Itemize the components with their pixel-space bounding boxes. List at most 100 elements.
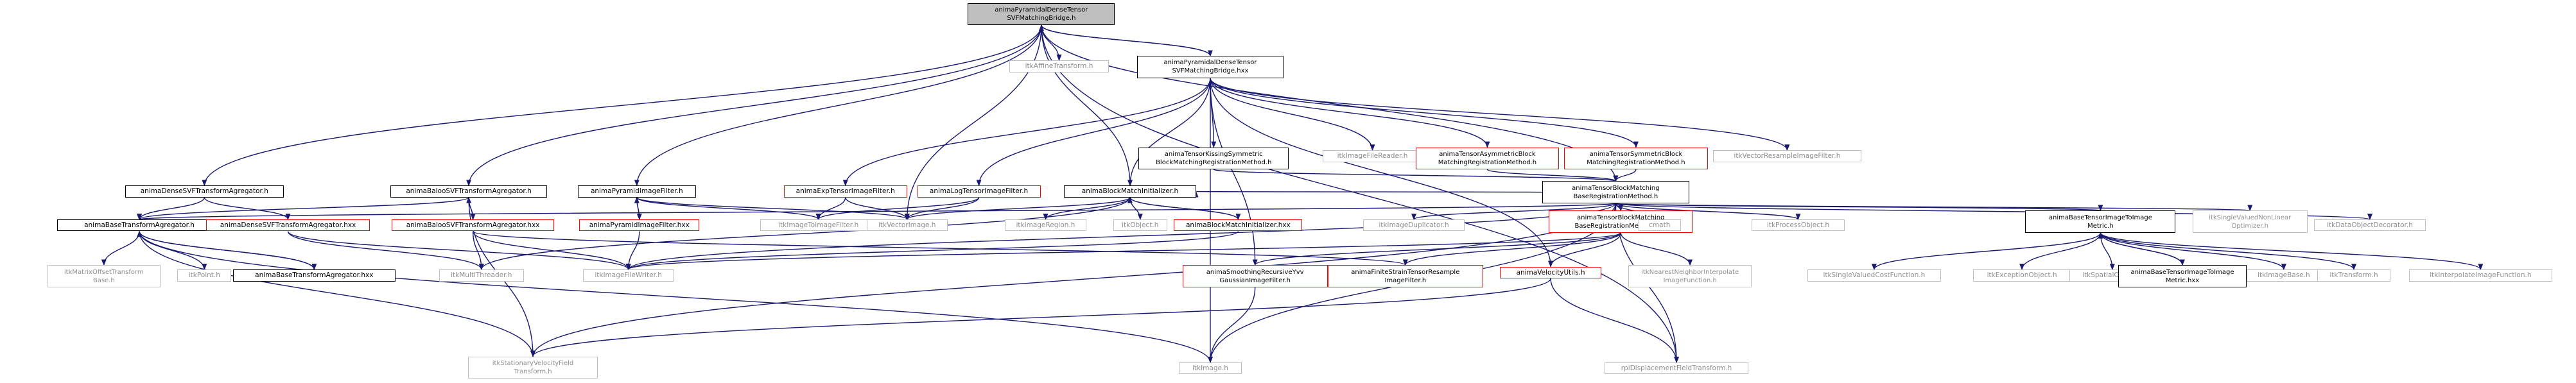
node-multithreader[interactable]: itkMultiThreader.h [439,269,524,282]
edge-smoothing-to-itkimage [1207,287,1256,363]
edge-pyrfilter-to-imgtoimg [636,197,821,221]
node-finitestrain[interactable]: animaFiniteStrainTensorResample ImageFil… [1327,265,1483,287]
edge-bminithxx-to-imgfilewriter [625,230,1239,271]
node-root[interactable]: animaPyramidalDenseTensor SVFMatchingBri… [968,3,1115,26]
node-rpidisp[interactable]: rpiDisplacementFieldTransform.h [1605,362,1748,375]
edge-tbmbase-to-stationary [530,203,1617,357]
node-filereader[interactable]: itkImageFileReader.h [1322,150,1423,162]
node-svnlopt[interactable]: itkSingleValuedNonLinear Optimizer.h [2192,210,2308,233]
edge-root-to-pyrfilter [634,25,1042,187]
node-sym[interactable]: animaTensorSymmetricBlock MatchingRegist… [1564,147,1708,170]
node-imgfilewriter[interactable]: itkImageFileWriter.h [582,269,674,282]
edge-root-to-bminit [1041,25,1133,187]
node-matrixoffset[interactable]: itkMatrixOffsetTransform Base.h [47,265,161,287]
edge-basetrans-to-stationary [139,231,535,357]
node-kissing[interactable]: animaTensorKissingSymmetric BlockMatchin… [1138,147,1289,170]
edge-root-to-densesvf [202,25,1042,187]
edge-tbmbase-to-basetrans [137,203,1617,221]
node-smoothing[interactable]: animaSmoothingRecursiveYvv GaussianImage… [1182,265,1328,287]
node-pyrfilter[interactable]: animaPyramidImageFilter.h [577,185,696,198]
node-cmath[interactable]: cmath [1638,219,1681,232]
edge-densesvfhxx-to-imgfilewriter [287,231,631,271]
edge-hxx-to-bminit [1127,78,1211,187]
node-imgdup[interactable]: itkImageDuplicator.h [1363,219,1465,232]
edge-basetensormetric-to-exception [2019,232,2102,271]
edge-sym-to-tbmbase [1613,169,1637,182]
edge-bminithxx-to-bminit [1127,196,1239,220]
edge-tbmbasehxx-to-imgfilewriter [626,232,1621,271]
node-imgtoimg[interactable]: itkImageToImageFilter.h [760,219,877,232]
edge-tbmbase-to-svnlopt [1615,203,2252,212]
node-densesvfhxx[interactable]: animaDenseSVFTransformAgregator.hxx [205,219,370,232]
edge-bminit-to-imgregion [1043,197,1131,221]
node-basetrans[interactable]: animaBaseTransformAgregator.h [57,219,222,232]
node-log[interactable]: animaLogTensorImageFilter.h [917,185,1041,198]
edge-root-to-vecimage [904,25,1042,221]
node-dataobjdeco[interactable]: itkDataObjectDecorator.h [2314,219,2426,232]
edge-hxx-to-log [976,78,1211,187]
edge-tbmbasehxx-to-nearest [1620,232,1693,266]
edge-log-to-imgtoimg [815,197,980,221]
node-transform[interactable]: itkTransform.h [2317,269,2390,282]
node-basetensormetric[interactable]: animaBaseTensorImageToImage Metric.h [2025,210,2176,233]
node-affine[interactable]: itkAffineTransform.h [1009,60,1110,72]
edge-pyrfilter-to-vecimage [636,197,910,221]
edge-densesvfhxx-to-multithreader [287,231,484,271]
edge-hxx-to-exp [842,78,1211,187]
node-baloo[interactable]: animaBalooSVFTransformAgregator.h [390,185,548,198]
edge-tbmbase-to-imgdup [1411,203,1617,221]
node-imagebase[interactable]: itkImageBase.h [2246,269,2321,282]
node-densesvf[interactable]: animaDenseSVFTransformAgregator.h [125,185,284,198]
edge-tbmbasehxx-to-finitestrain [1402,232,1621,266]
edge-densesvf-to-densesvfhxx [204,197,291,221]
node-bminit[interactable]: animaBlockMatchInitializer.h [1064,185,1196,198]
node-asym[interactable]: animaTensorAsymmetricBlock MatchingRegis… [1415,147,1560,170]
node-velocity[interactable]: animaVelocityUtils.h [1500,266,1601,278]
edge-basetensormetric-to-svcost [1872,232,2102,271]
edge-hxx-to-root [1038,24,1211,56]
node-pyrfilterhxx[interactable]: animaPyramidImageFilter.hxx [579,219,700,232]
node-exception[interactable]: itkExceptionObject.h [1972,269,2071,282]
node-baloohxx[interactable]: animaBalooSVFTransformAgregator.hxx [392,219,554,232]
node-svcost[interactable]: itkSingleValuedCostFunction.h [1807,269,1941,282]
edge-root-to-baloo [466,25,1042,187]
edge-tbmbasehxx-to-velocity [1548,232,1621,268]
edge-baloohxx-to-imgfilewriter [472,231,631,271]
edge-baloohxx-to-finitestrain [472,230,1408,266]
edge-bminit-to-itkobject [1129,197,1143,221]
edge-baloohxx-to-multithreader [472,231,484,271]
node-imgregion[interactable]: itkImageRegion.h [1005,219,1086,232]
node-vecresample[interactable]: itkVectorResampleImageFilter.h [1712,150,1862,162]
node-interpfunc[interactable]: itkInterpolateImageFunction.h [2408,269,2553,282]
node-hxx[interactable]: animaPyramidalDenseTensor SVFMatchingBri… [1136,56,1284,78]
node-basetranshxx[interactable]: animaBaseTransformAgregator.hxx [233,269,396,282]
node-procobj[interactable]: itkProcessObject.h [1752,219,1845,232]
edge-basetrans-to-point [139,231,207,271]
edge-velocity-to-rpidisp [1550,278,1680,363]
node-exp[interactable]: animaExpTensorImageFilter.h [783,185,907,198]
edge-hxx-to-asym [1210,78,1490,148]
node-nearest[interactable]: itkNearestNeighborInterpolate ImageFunct… [1628,265,1752,287]
edge-basetensormetric-to-transform [2100,232,2356,271]
node-basetensormetrichxx[interactable]: animaBaseTensorImageToImage Metric.hxx [2118,265,2247,287]
edge-baloo-to-basetrans [137,197,469,221]
node-stationary[interactable]: itkStationaryVelocityField Transform.h [467,356,598,379]
edge-hxx-to-vecresample [1210,78,1790,151]
node-itkimage[interactable]: itkImage.h [1179,362,1242,375]
node-itkobject[interactable]: itkObject.h [1113,219,1167,232]
edge-pyrfilterhxx-to-pyrfilter [634,196,640,220]
edge-baloohxx-to-baloo [466,196,474,220]
edge-log-to-vecimage [904,197,980,221]
node-vecimage[interactable]: itkVectorImage.h [866,219,948,232]
edge-exp-to-imgtoimg [815,197,846,221]
node-bminithxx[interactable]: animaBlockMatchInitializer.hxx [1174,219,1303,232]
edge-bminit-to-multithreader [478,197,1131,271]
node-point[interactable]: itkPoint.h [177,269,232,282]
edge-velocity-to-stationary [530,278,1551,357]
edge-hxx-to-filereader [1210,78,1375,151]
node-tbmbase[interactable]: animaTensorBlockMatching BaseRegistratio… [1542,181,1689,203]
edge-basetensormetrichxx-to-basetensormetric [2098,232,2183,266]
edge-asym-to-tbmbase [1486,169,1619,182]
